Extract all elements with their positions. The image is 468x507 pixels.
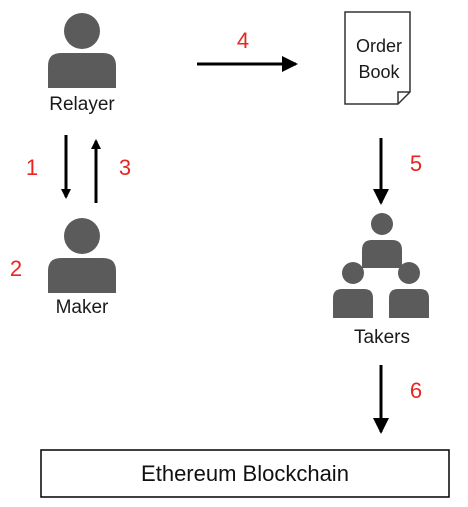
order-book-document-icon xyxy=(344,11,411,105)
relayer-icon xyxy=(48,13,116,88)
takers-group-icon xyxy=(333,213,429,318)
blockchain-box xyxy=(40,449,450,498)
order-book-label-line2: Book xyxy=(358,62,400,82)
step-1: 1 xyxy=(26,155,38,180)
relayer-label: Relayer xyxy=(49,94,115,115)
maker-label: Maker xyxy=(56,297,109,318)
step-6: 6 xyxy=(410,378,422,403)
maker-icon xyxy=(48,218,116,293)
step-2: 2 xyxy=(10,256,22,281)
step-5: 5 xyxy=(410,151,422,176)
step-3: 3 xyxy=(119,155,131,180)
step-4: 4 xyxy=(237,28,249,53)
takers-label: Takers xyxy=(354,327,410,348)
blockchain-label: Ethereum Blockchain xyxy=(141,461,349,486)
order-book-label-line1: Order xyxy=(356,36,402,56)
